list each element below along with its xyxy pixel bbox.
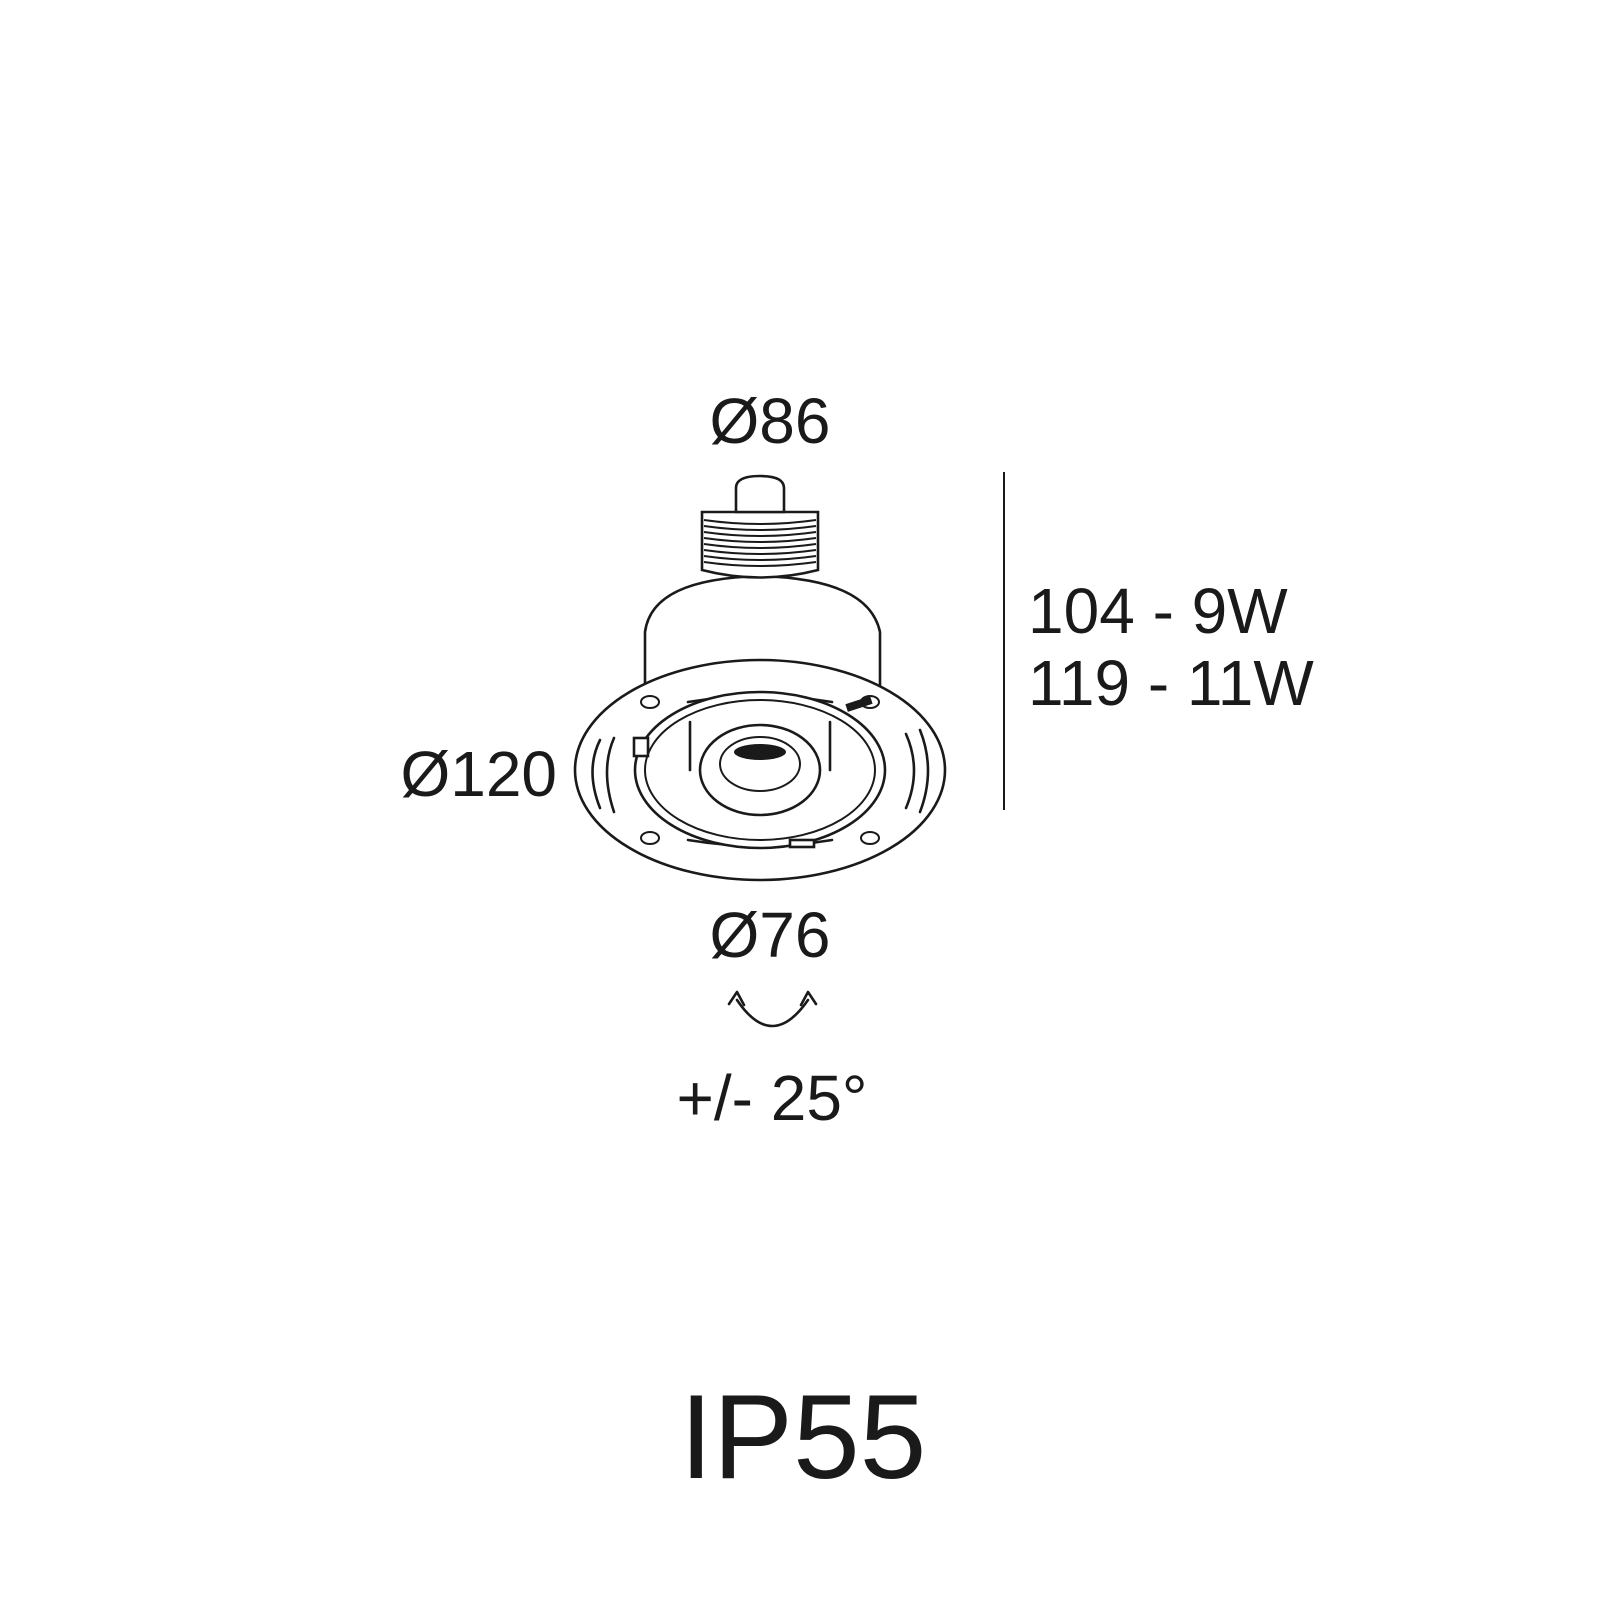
downlight-fixture [573,474,947,882]
ip-rating-label: IP55 [680,1370,927,1504]
tilt-angle-label: +/- 25° [676,1062,867,1134]
lens-tube [698,723,822,817]
heatsink [700,510,820,579]
tilt-arc-icon [727,990,818,1028]
flange-diameter-label: Ø120 [400,738,557,810]
spring-clip-right [845,696,873,712]
heatsink-rib [703,519,817,525]
heatsink-rib [703,549,817,555]
heatsink-rib [703,555,817,561]
lens-aperture [734,744,786,760]
heatsink-rib [703,543,817,549]
heatsink-rib [703,531,817,537]
height-11w-label: 119 - 11W [1028,647,1314,719]
heatsink-rib [703,561,817,567]
top-diameter-label: Ø86 [710,385,831,457]
top-cap [734,474,786,514]
spring-clip-bottom [788,838,816,849]
heatsink-rib [703,537,817,543]
heatsink-rib [703,525,817,531]
cutout-diameter-label: Ø76 [710,899,831,971]
height-9w-label: 104 - 9W [1028,575,1288,647]
spring-clip-left [632,736,650,758]
